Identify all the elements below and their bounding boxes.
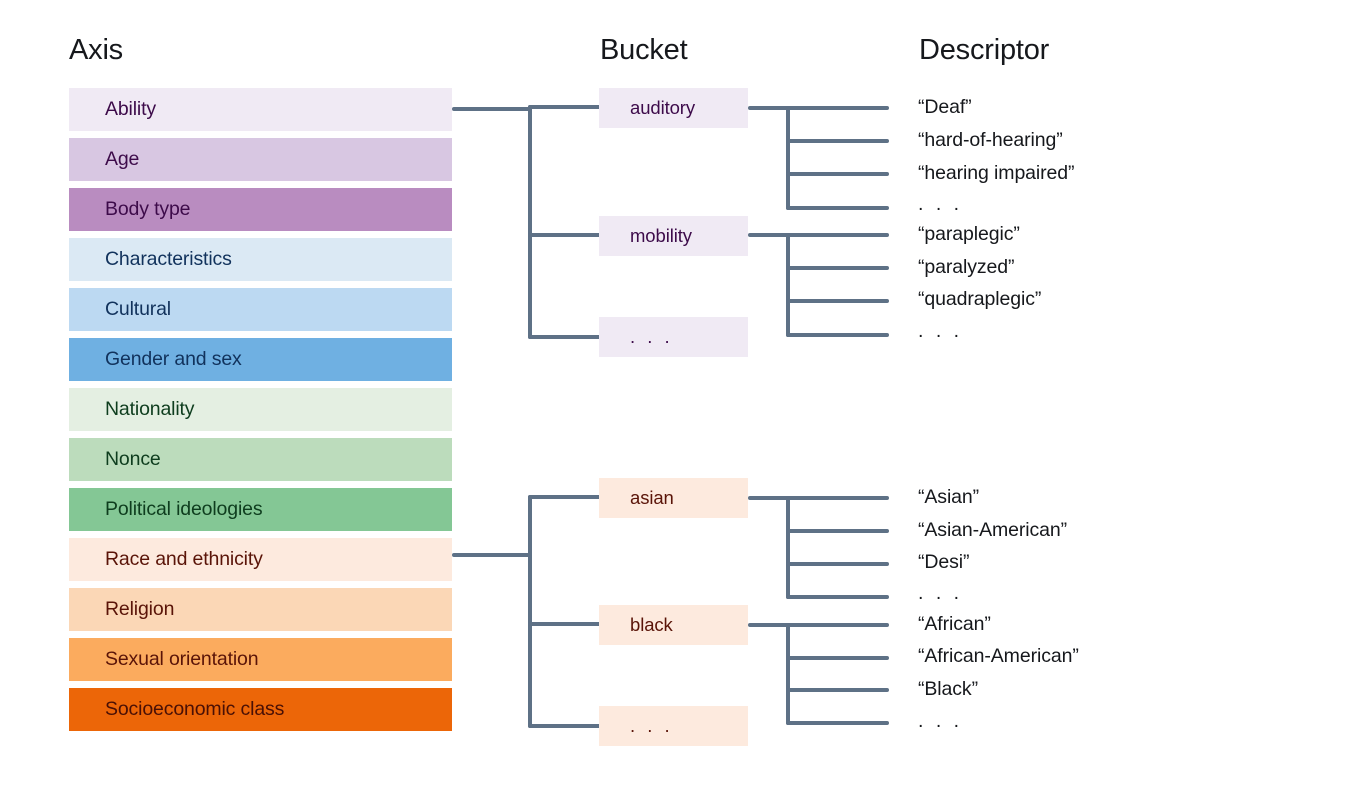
connector-mobility-branch-4 (786, 333, 889, 337)
bucket-label: asian (630, 487, 674, 508)
connector-auditory-branch-3 (786, 172, 889, 176)
connector-race-trunk (528, 495, 532, 728)
descriptor-item: “Asian” (918, 486, 980, 508)
connector-mobility-branch-2 (786, 266, 889, 270)
connector-asian-stem (748, 496, 889, 500)
descriptor-item-more: . . . (918, 582, 963, 604)
axis-row-gender-and-sex[interactable]: Gender and sex (69, 338, 452, 381)
connector-asian-branch-3 (786, 562, 889, 566)
axis-label: Sexual orientation (105, 648, 259, 670)
axis-label: Cultural (105, 298, 171, 320)
axis-label: Gender and sex (105, 348, 242, 370)
bucket-box-more-race[interactable]: . . . (599, 706, 748, 746)
connector-race-to-black (528, 622, 601, 626)
connector-auditory-trunk (786, 106, 790, 210)
connector-auditory-branch-2 (786, 139, 889, 143)
descriptor-item: “African-American” (918, 645, 1079, 667)
axis-row-characteristics[interactable]: Characteristics (69, 238, 452, 281)
bucket-label: mobility (630, 225, 692, 246)
axis-label: Ability (105, 98, 156, 120)
descriptor-item-more: . . . (918, 710, 963, 732)
connector-asian-trunk (786, 496, 790, 599)
connector-asian-branch-4 (786, 595, 889, 599)
axis-label: Age (105, 148, 140, 170)
connector-auditory-branch-4 (786, 206, 889, 210)
axis-row-ability[interactable]: Ability (69, 88, 452, 131)
connector-race-stem (452, 553, 532, 557)
bucket-label: black (630, 614, 673, 635)
axis-row-socioeconomic-class[interactable]: Socioeconomic class (69, 688, 452, 731)
axis-row-nationality[interactable]: Nationality (69, 388, 452, 431)
descriptor-item: “hard-of-hearing” (918, 129, 1063, 151)
axis-label: Nonce (105, 448, 161, 470)
connector-black-branch-2 (786, 656, 889, 660)
connector-auditory-stem (748, 106, 889, 110)
axis-label: Nationality (105, 398, 195, 420)
bucket-label: . . . (630, 326, 674, 347)
bucket-box-more-ability[interactable]: . . . (599, 317, 748, 357)
axis-row-religion[interactable]: Religion (69, 588, 452, 631)
descriptor-item: “quadraplegic” (918, 288, 1042, 310)
connector-ability-to-auditory (528, 105, 601, 109)
axis-label: Characteristics (105, 248, 232, 270)
bucket-box-mobility[interactable]: mobility (599, 216, 748, 256)
bucket-box-asian[interactable]: asian (599, 478, 748, 518)
axis-label: Religion (105, 598, 175, 620)
descriptor-item-more: . . . (918, 320, 963, 342)
axis-label: Race and ethnicity (105, 548, 263, 570)
bucket-box-black[interactable]: black (599, 605, 748, 645)
connector-asian-branch-2 (786, 529, 889, 533)
connector-ability-to-more (528, 335, 601, 339)
connector-black-trunk (786, 623, 790, 725)
axis-row-race-and-ethnicity[interactable]: Race and ethnicity (69, 538, 452, 581)
axis-row-sexual-orientation[interactable]: Sexual orientation (69, 638, 452, 681)
axis-label: Body type (105, 198, 191, 220)
connector-ability-trunk (528, 105, 532, 339)
axis-label: Socioeconomic class (105, 698, 285, 720)
descriptor-item-more: . . . (918, 193, 963, 215)
connector-black-branch-4 (786, 721, 889, 725)
bucket-label: . . . (630, 715, 674, 736)
descriptor-item: “Asian-American” (918, 519, 1068, 541)
connector-black-branch-3 (786, 688, 889, 692)
axis-label: Political ideologies (105, 498, 263, 520)
axis-row-cultural[interactable]: Cultural (69, 288, 452, 331)
axis-row-nonce[interactable]: Nonce (69, 438, 452, 481)
column-header-descriptor: Descriptor (919, 34, 1050, 66)
connector-ability-stem (452, 107, 532, 111)
axis-row-age[interactable]: Age (69, 138, 452, 181)
connector-mobility-stem (748, 233, 889, 237)
axis-list: Ability Age Body type Characteristics Cu… (69, 88, 452, 738)
descriptor-item: “paraplegic” (918, 223, 1020, 245)
column-header-axis: Axis (69, 34, 123, 66)
descriptor-item: “hearing impaired” (918, 162, 1075, 184)
descriptor-item: “Black” (918, 678, 978, 700)
connector-black-stem (748, 623, 889, 627)
descriptor-item: “Desi” (918, 551, 970, 573)
connector-mobility-branch-3 (786, 299, 889, 303)
connector-race-to-asian (528, 495, 601, 499)
bucket-label: auditory (630, 97, 696, 118)
connector-mobility-trunk (786, 233, 790, 337)
axis-row-body-type[interactable]: Body type (69, 188, 452, 231)
column-header-bucket: Bucket (600, 34, 688, 66)
axis-row-political-ideologies[interactable]: Political ideologies (69, 488, 452, 531)
descriptor-item: “paralyzed” (918, 256, 1015, 278)
connector-race-to-more (528, 724, 601, 728)
connector-ability-to-mobility (528, 233, 601, 237)
descriptor-item: “African” (918, 613, 991, 635)
descriptor-item: “Deaf” (918, 96, 972, 118)
bucket-box-auditory[interactable]: auditory (599, 88, 748, 128)
